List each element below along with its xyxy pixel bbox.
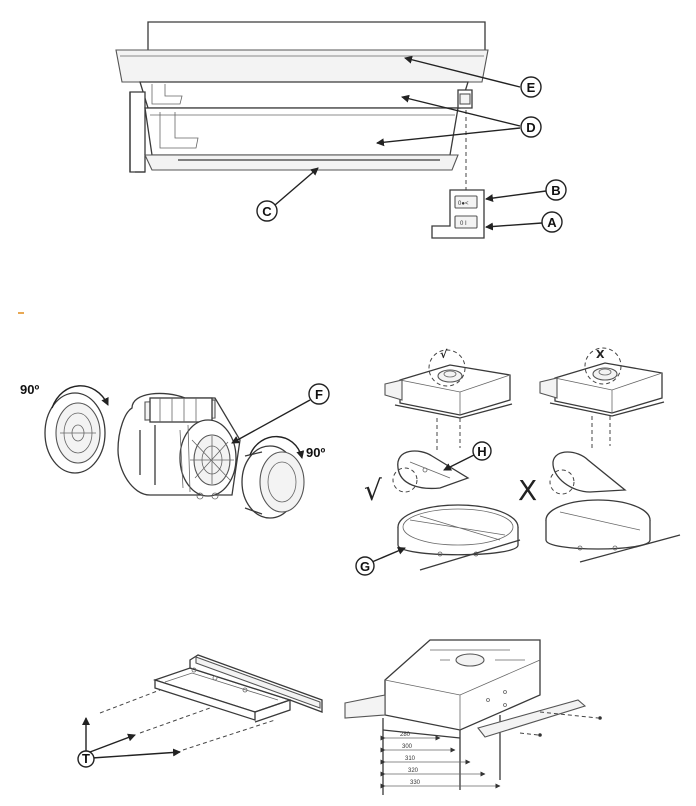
motor-assembly bbox=[44, 392, 305, 519]
hood-unit-wrong: X bbox=[539, 347, 665, 448]
svg-text:G: G bbox=[360, 559, 370, 574]
callout-D: D bbox=[376, 94, 542, 147]
svg-text:D: D bbox=[526, 120, 535, 135]
small-correct-mark: √ bbox=[440, 348, 448, 361]
dimension-330: 330 bbox=[410, 780, 421, 786]
dimension-320: 320 bbox=[408, 768, 419, 774]
mounting-frame bbox=[99, 654, 323, 751]
flap-plate-wrong bbox=[549, 451, 627, 495]
callout-A: A bbox=[485, 211, 563, 233]
svg-text:C: C bbox=[262, 204, 272, 219]
callout-B: B bbox=[485, 179, 567, 203]
hood-unit-correct: √ bbox=[384, 348, 513, 450]
callout-G: G bbox=[355, 547, 406, 576]
hood-front-view bbox=[115, 21, 489, 190]
correct-mark: √ bbox=[364, 474, 382, 507]
small-wrong-mark: X bbox=[596, 348, 605, 361]
wrong-mark: X bbox=[518, 474, 537, 507]
switch-symbol-top: 0●< bbox=[458, 201, 469, 207]
rotation-arrow-right: 90º bbox=[249, 435, 325, 460]
svg-text:T: T bbox=[82, 751, 90, 766]
dimension-280: 280 bbox=[400, 732, 411, 738]
switch-symbol-bottom: 0 I bbox=[460, 221, 467, 227]
svg-text:90º: 90º bbox=[306, 445, 325, 460]
rotation-arrow-left: 90º bbox=[20, 382, 109, 409]
hood-dimension-view bbox=[344, 639, 602, 795]
flap-plate-correct bbox=[392, 450, 470, 493]
collar-G bbox=[397, 504, 521, 571]
collar-wrong bbox=[545, 499, 681, 563]
callout-E: E bbox=[404, 55, 542, 98]
svg-text:A: A bbox=[547, 215, 557, 230]
dimension-lines: 280 300 310 320 330 bbox=[380, 732, 501, 789]
callout-T: T bbox=[77, 717, 181, 768]
svg-text:B: B bbox=[551, 183, 560, 198]
svg-text:90º: 90º bbox=[20, 382, 39, 397]
callout-H: H bbox=[443, 441, 492, 471]
svg-text:H: H bbox=[477, 444, 486, 459]
dimension-310: 310 bbox=[405, 756, 416, 762]
svg-text:F: F bbox=[315, 387, 323, 402]
control-switch-module: 0●< 0 I bbox=[431, 189, 485, 239]
callout-C: C bbox=[256, 167, 319, 222]
svg-text:E: E bbox=[527, 80, 536, 95]
callout-F: F bbox=[231, 383, 330, 444]
dimension-300: 300 bbox=[402, 744, 413, 750]
